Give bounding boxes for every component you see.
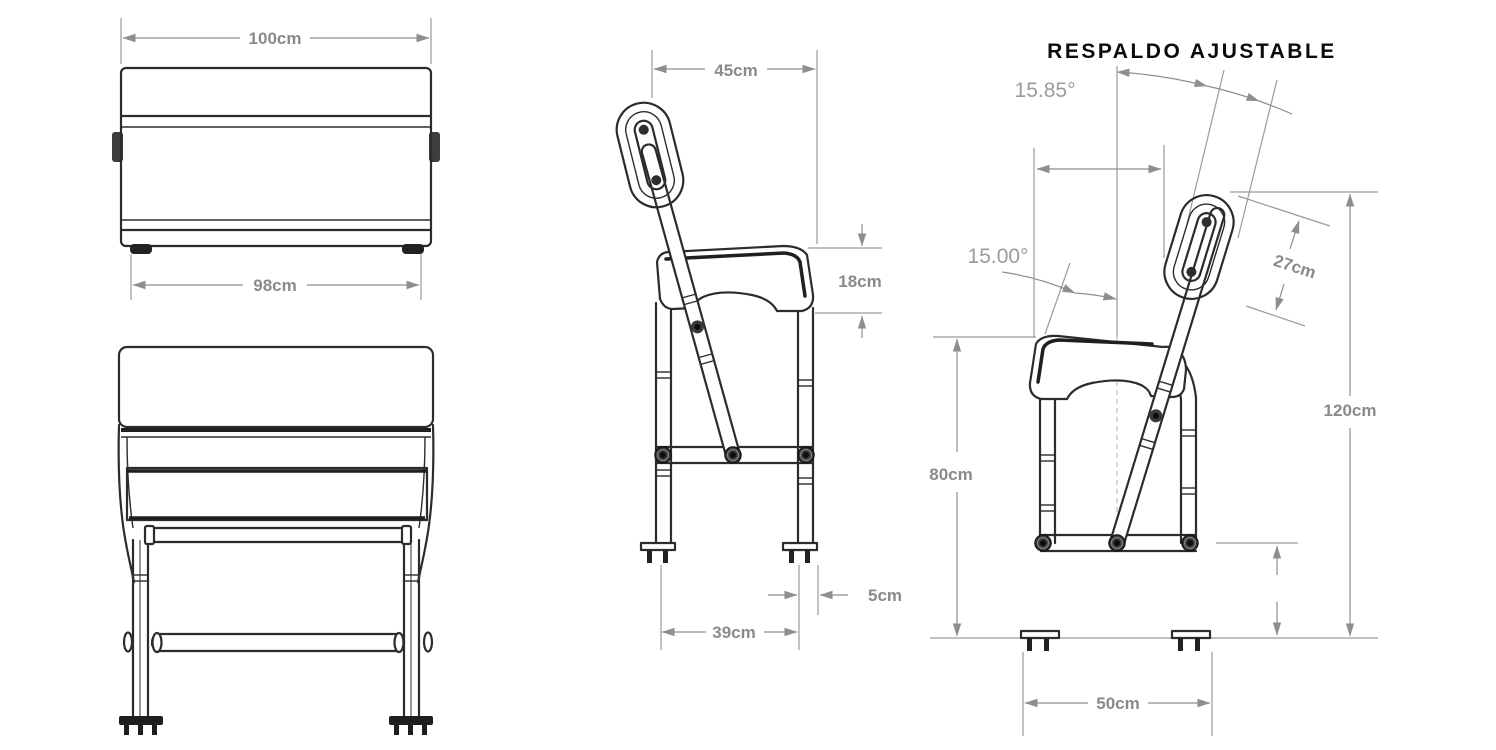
foot-width-label: 5cm [868, 586, 902, 605]
dim-leg-spread: 39cm [660, 565, 798, 650]
dim-foot-width: 5cm [768, 565, 902, 650]
dim-seat-depth: 45cm [651, 50, 818, 244]
dim-total-height: 120cm [1316, 193, 1384, 637]
right-foot [402, 244, 424, 254]
base-width-label: 98cm [253, 276, 296, 295]
seat-height-label: 80cm [929, 465, 972, 484]
seat-thickness-label: 18cm [838, 272, 881, 291]
pad-bolt-top [638, 124, 649, 135]
front-view-drawing [117, 345, 435, 735]
view-heading: RESPALDO AJUSTABLE [1047, 40, 1337, 63]
side-view-drawing: 45cm [615, 50, 902, 650]
seat-depth-label: 45cm [714, 61, 757, 80]
leg-spread-label: 39cm [712, 623, 755, 642]
dim-overall-width: 100cm [120, 18, 432, 64]
pad-bolt-bottom [651, 175, 662, 186]
reference-lines [930, 66, 1378, 639]
adjustable-view-bolts [1034, 534, 1199, 552]
base-angle-label: 15.00° [968, 245, 1029, 268]
adjustable-view-feet [1019, 629, 1212, 651]
seat-slats [125, 466, 429, 522]
overall-width-label: 100cm [249, 29, 302, 48]
dim-recline-angle: 15.85° [1015, 68, 1293, 115]
side-view-bolts [654, 446, 815, 464]
rear-view-drawing: 100cm 98cm [112, 18, 440, 300]
slatted-panel [119, 66, 433, 248]
front-view-legs [131, 538, 421, 720]
left-foot [130, 244, 152, 254]
dim-base-angle: 15.00° [968, 245, 1117, 301]
backrest-pad [615, 101, 685, 209]
seat-rail [148, 526, 408, 544]
adjustable-side-view-drawing: RESPALDO AJUSTABLE 15.85° 15.00° [926, 40, 1384, 736]
dim-seat-height: 80cm [926, 338, 978, 637]
foot-spread-label: 50cm [1096, 694, 1139, 713]
front-view-feet [119, 716, 433, 735]
total-height-label: 120cm [1324, 401, 1377, 420]
front-view-crossbar [122, 631, 434, 654]
dim-base-width: 98cm [130, 254, 422, 300]
pad-bolt-top [1201, 217, 1212, 228]
pad-bolt-bottom [1186, 266, 1197, 277]
adjustable-backrest-pad [1163, 194, 1235, 300]
recline-angle-label: 15.85° [1015, 79, 1076, 102]
dim-backrest-length: 27cm [1237, 195, 1331, 327]
dim-seat-thickness: 18cm [808, 224, 882, 338]
side-view-legs [654, 301, 815, 545]
backrest-slats [117, 345, 435, 429]
side-view-feet [639, 541, 819, 563]
dim-foot-spread: 50cm [1022, 652, 1213, 736]
backrest-length-label: 27cm [1271, 251, 1318, 283]
